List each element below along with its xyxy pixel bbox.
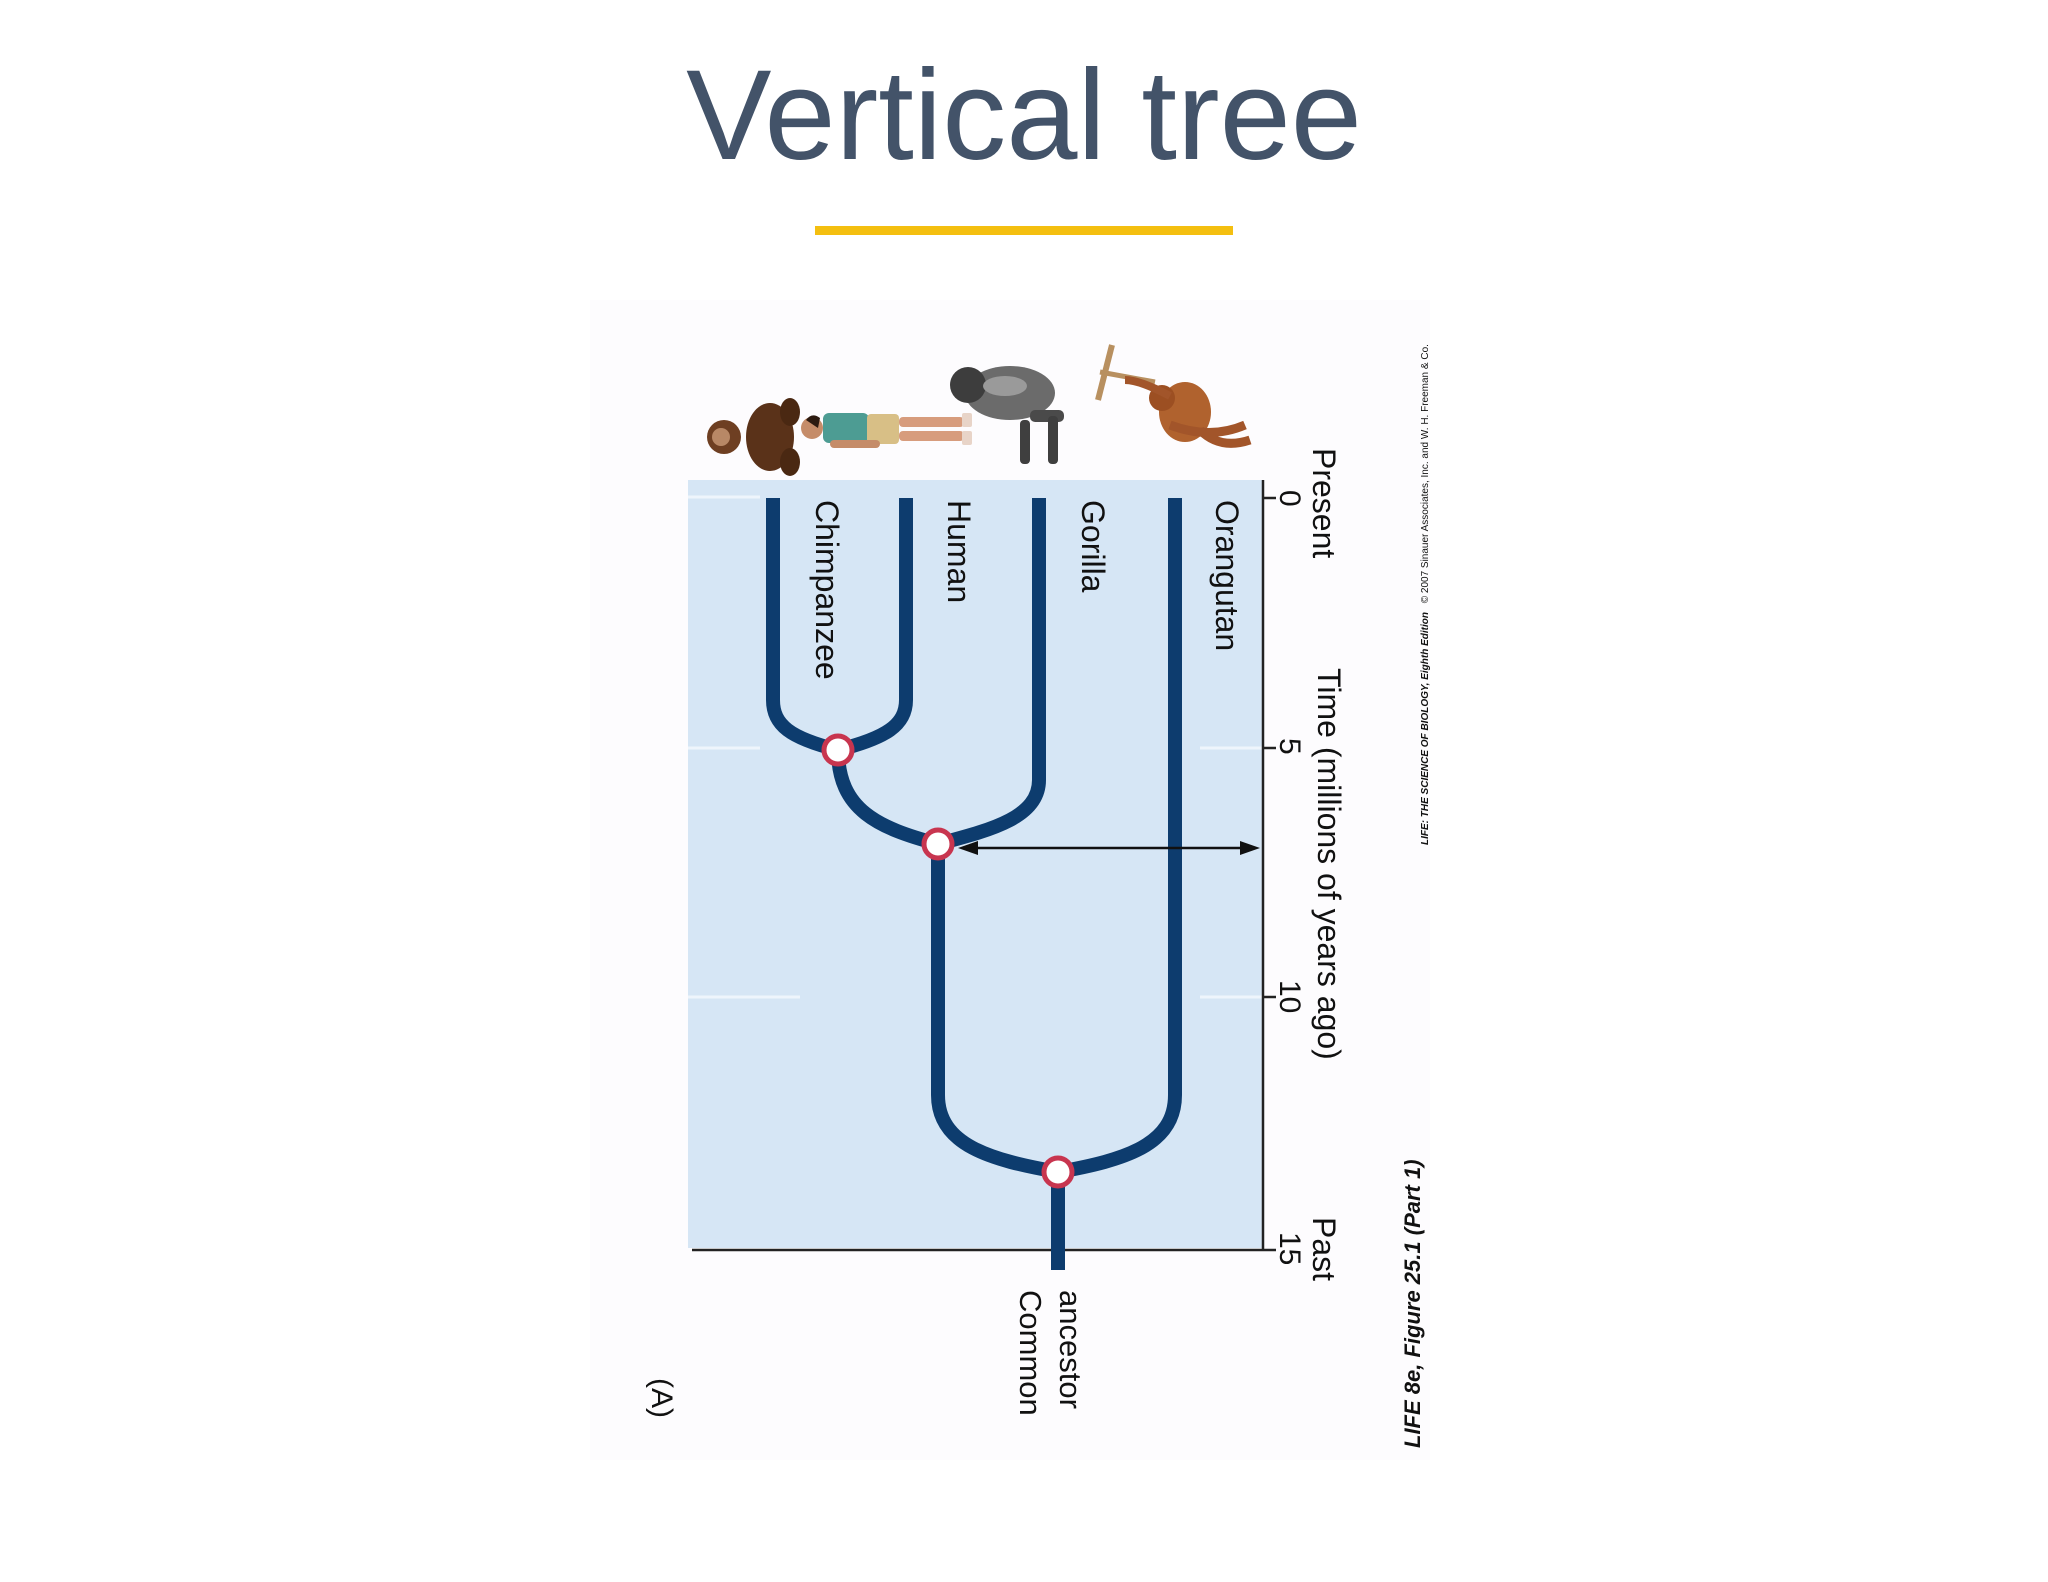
figure-credit: LIFE: THE SCIENCE OF BIOLOGY, Eighth Edi… <box>1420 344 1431 845</box>
branch-orangutan <box>1056 498 1182 1179</box>
divergence-arrow <box>958 841 1260 855</box>
orangutan-illustration <box>1095 344 1252 448</box>
branch-human-chimp-ancestor <box>831 749 940 851</box>
taxon-label-gorilla: Gorilla <box>1075 500 1111 593</box>
panel-label: (A) <box>645 1378 678 1418</box>
axis-label-present: Present <box>1306 448 1342 558</box>
tree-nodes <box>821 733 1075 1189</box>
node-root <box>1041 1155 1075 1189</box>
taxon-label-chimpanzee: Chimpanzee <box>809 500 845 680</box>
gorilla-illustration <box>950 366 1064 464</box>
axis-tick-0: 0 <box>1273 490 1306 507</box>
node-gorilla-split <box>921 827 955 861</box>
credit-book-title: LIFE: THE SCIENCE OF BIOLOGY, Eighth Edi… <box>1420 612 1431 845</box>
axis-label-past: Past <box>1306 1217 1342 1281</box>
axis-title: Time (millions of years ago) <box>1311 668 1347 1060</box>
taxon-label-human: Human <box>941 500 977 603</box>
gridlines <box>688 495 1263 999</box>
common-ancestor-label-line2: ancestor <box>1053 1290 1088 1409</box>
node-human-chimp <box>821 733 855 767</box>
common-ancestor-label-line1: Common <box>1013 1290 1048 1416</box>
taxon-label-orangutan: Orangutan <box>1209 500 1245 651</box>
slide-title: Vertical tree <box>686 44 1362 187</box>
credit-publisher: © 2007 Sinauer Associates, Inc. and W. H… <box>1420 344 1431 603</box>
axis-tick-5: 5 <box>1273 738 1306 755</box>
branch-gorilla <box>936 498 1046 851</box>
axis-tick-10: 10 <box>1273 980 1306 1013</box>
title-underline <box>815 226 1233 235</box>
time-axis <box>692 480 1276 1252</box>
figure-caption: LIFE 8e, Figure 25.1 (Part 1) <box>1400 1159 1425 1448</box>
axis-tick-15: 15 <box>1273 1232 1306 1265</box>
branch-ape-ancestor <box>931 844 1060 1179</box>
human-illustration <box>801 413 972 448</box>
chimpanzee-illustration <box>707 398 800 476</box>
